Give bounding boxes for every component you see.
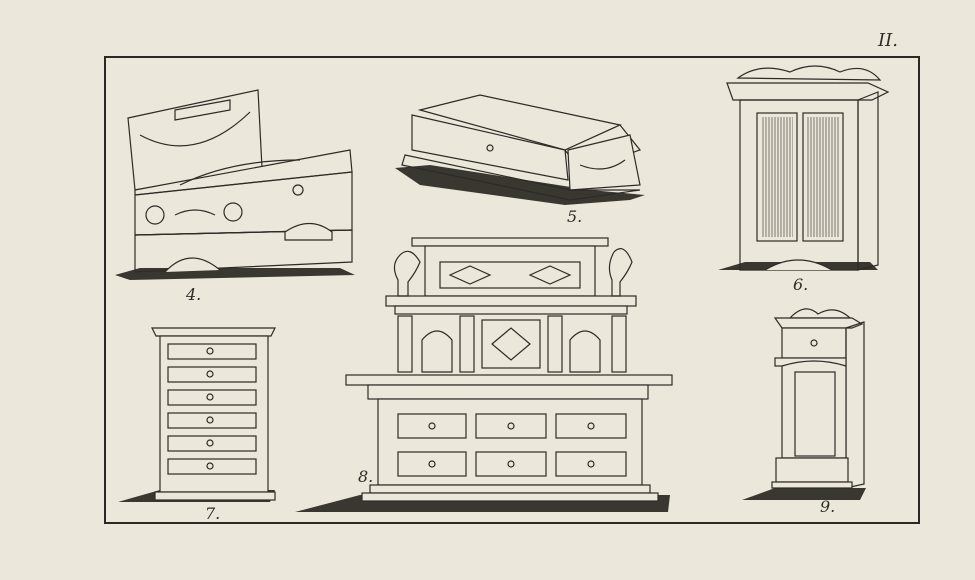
figure-9-nightstand [742,308,866,500]
figure-7-label: 7. [205,504,221,523]
figure-6-label: 6. [793,275,809,294]
plate-border-frame [104,56,920,524]
figure-9-label: 9. [820,497,836,516]
figure-7-chest-of-drawers [118,327,276,502]
figure-4-label: 4. [186,285,202,304]
figure-5-closed-chest [395,94,645,205]
figure-5-label: 5. [567,207,583,226]
plate-number: II. [878,30,898,51]
figure-4-open-chest [115,89,355,280]
figure-8-label: 8. [358,467,374,486]
figure-6-wardrobe [718,65,890,271]
figure-8-sideboard [295,237,673,512]
